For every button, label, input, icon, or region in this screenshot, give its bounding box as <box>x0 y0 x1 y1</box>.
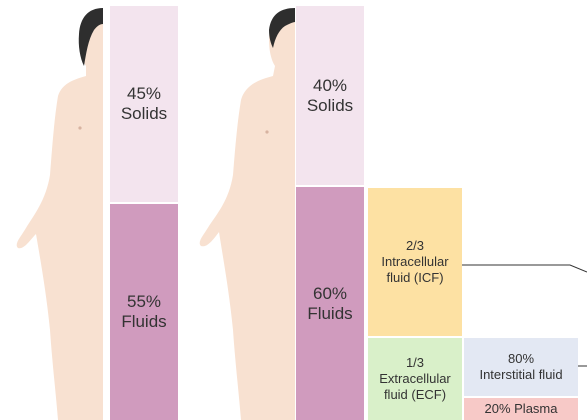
icf-label-line1: Intracellular <box>381 254 448 270</box>
plasma-box: 20% Plasma <box>464 398 578 420</box>
left-fluids-label: Fluids <box>121 312 166 332</box>
chest-mark <box>78 126 81 129</box>
right-fluids-bar: 60% Fluids <box>296 187 364 420</box>
icf-connector-line <box>462 265 587 272</box>
right-solids-label: Solids <box>307 96 353 116</box>
left-fluids-percent: 55% <box>127 292 161 312</box>
right-solids-bar: 40% Solids <box>296 6 364 185</box>
female-figure-silhouette <box>0 0 110 420</box>
ecf-label-line1: Extracellular <box>379 371 451 387</box>
ecf-box: 1/3 Extracellular fluid (ECF) <box>368 338 462 420</box>
interstitial-label: Interstitial fluid <box>479 367 562 383</box>
interstitial-percent: 80% <box>508 351 534 367</box>
icf-label-line2: fluid (ICF) <box>386 270 443 286</box>
ecf-label-line2: fluid (ECF) <box>384 387 446 403</box>
ecf-fraction: 1/3 <box>406 355 424 371</box>
left-solids-label: Solids <box>121 104 167 124</box>
icf-fraction: 2/3 <box>406 238 424 254</box>
left-solids-bar: 45% Solids <box>110 6 178 202</box>
plasma-label: 20% Plasma <box>485 401 558 417</box>
right-fluids-percent: 60% <box>313 284 347 304</box>
left-fluids-bar: 55% Fluids <box>110 204 178 420</box>
female-body-shape <box>17 12 103 420</box>
right-solids-percent: 40% <box>313 76 347 96</box>
interstitial-box: 80% Interstitial fluid <box>464 338 578 396</box>
male-figure-silhouette <box>185 0 295 420</box>
male-body-shape <box>200 12 295 420</box>
left-solids-percent: 45% <box>127 84 161 104</box>
icf-box: 2/3 Intracellular fluid (ICF) <box>368 188 462 336</box>
right-fluids-label: Fluids <box>307 304 352 324</box>
chest-mark <box>265 130 268 133</box>
